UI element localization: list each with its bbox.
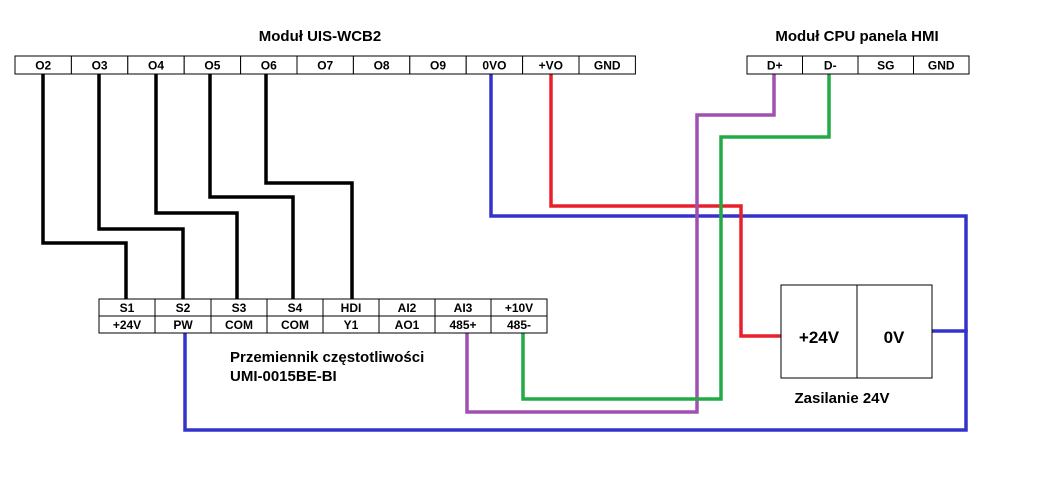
- inverter-top-terminal-label: S3: [232, 301, 247, 315]
- uis-terminal-plusvo: +VO: [522, 55, 580, 75]
- hmi-terminal-sg: SG: [857, 55, 914, 75]
- uis-terminal-o5: O5: [183, 55, 242, 75]
- wire-o4-s3: [154, 72, 239, 300]
- uis-terminal-label: O9: [430, 59, 446, 73]
- uis-module: Moduł UIS-WCB2 O2 O3 O4 O5 O6 O7 O8 O9 0VO +VO GND: [14, 28, 636, 75]
- inverter-top-terminal-ai3-6: AI3: [434, 298, 492, 317]
- uis-terminal-o2: O2: [14, 55, 72, 75]
- wire-485minus-dminus: [521, 72, 831, 401]
- uis-terminal-label: GND: [594, 59, 621, 73]
- inverter-title-line1: Przemiennik częstotliwości: [230, 349, 424, 366]
- uis-terminal-label: O8: [374, 59, 390, 73]
- inverter-top-terminal-plus10v-7: +10V: [490, 298, 548, 317]
- power-supply-zero-label: 0V: [884, 328, 905, 347]
- inverter-bottom-terminal-label: +24V: [113, 318, 141, 332]
- hmi-module: Moduł CPU panela HMI D+ D- SG GND: [746, 28, 970, 75]
- inverter-bottom-terminal-pw-1: PW: [154, 315, 212, 334]
- inverter-top-terminal-s4-3: S4: [266, 298, 324, 317]
- inverter-bottom-terminal-cell: [490, 315, 548, 334]
- wire-o3-s2: [97, 72, 185, 300]
- hmi-terminal-dminus: D-: [802, 55, 859, 75]
- inverter-bottom-terminal-485minus-7: 485-: [490, 315, 548, 334]
- inverter-bottom-terminal-label: AO1: [395, 318, 420, 332]
- wire-485plus-dplus: [465, 72, 776, 414]
- uis-terminal-o4: O4: [127, 55, 185, 75]
- hmi-terminal-label: D-: [824, 59, 837, 73]
- inverter-top-terminal-label: +10V: [505, 301, 533, 315]
- power-supply-plus-label: +24V: [799, 328, 840, 347]
- inverter-top-terminal-label: S2: [176, 301, 191, 315]
- inverter-top-terminal-label: S1: [120, 301, 135, 315]
- inverter-bottom-terminal-plus24v-0: +24V: [98, 315, 156, 334]
- uis-module-title: Moduł UIS-WCB2: [259, 28, 381, 45]
- uis-terminal-label: O4: [148, 59, 164, 73]
- uis-terminal-label: +VO: [539, 59, 563, 73]
- inverter-bottom-terminal-y1-4: Y1: [322, 315, 380, 334]
- inverter-top-terminal-ai2-5: AI2: [378, 298, 436, 317]
- inverter-bottom-terminal-com-3: COM: [266, 315, 324, 334]
- uis-terminal-label: O3: [92, 59, 108, 73]
- uis-terminal-label: 0VO: [482, 59, 506, 73]
- inverter-bottom-terminal-485plus-6: 485+: [434, 315, 492, 334]
- uis-terminal-label: O2: [35, 59, 51, 73]
- inverter-bottom-terminal-com-2: COM: [210, 315, 268, 334]
- uis-terminal-strip: O2 O3 O4 O5 O6 O7 O8 O9 0VO +VO GND: [14, 55, 636, 75]
- power-supply: +24V 0V Zasilanie 24V: [780, 284, 933, 407]
- uis-terminal-o6: O6: [240, 55, 298, 75]
- inverter-top-terminal-label: S4: [288, 301, 303, 315]
- power-supply-caption: Zasilanie 24V: [794, 390, 889, 407]
- uis-terminal-label: O7: [317, 59, 333, 73]
- uis-terminal-gnd: GND: [578, 55, 636, 75]
- wire-o2-s1: [41, 72, 128, 300]
- inverter-bottom-terminal-label: 485+: [449, 318, 476, 332]
- uis-terminal-label: O6: [261, 59, 277, 73]
- hmi-terminal-strip: D+ D- SG GND: [746, 55, 970, 75]
- inverter-top-terminal-label: AI2: [398, 301, 417, 315]
- inverter-top-terminal-label: AI3: [454, 301, 473, 315]
- uis-terminal-cell: [578, 55, 636, 75]
- uis-terminal-o9: O9: [409, 55, 467, 75]
- inverter-bottom-row: +24V PW COM COM Y1 AO1 485+ 485-: [98, 315, 548, 334]
- uis-terminal-label: O5: [204, 59, 220, 73]
- wire-vo-24v: [549, 72, 783, 338]
- hmi-terminal-cell: [913, 55, 970, 75]
- hmi-terminal-label: GND: [928, 59, 955, 73]
- wire-pw-0v: [183, 329, 968, 432]
- hmi-terminal-gnd: GND: [913, 55, 970, 75]
- hmi-module-title: Moduł CPU panela HMI: [775, 28, 938, 45]
- inverter-top-row: S1 S2 S3 S4 HDI AI2 AI3 +10V: [98, 298, 548, 317]
- inverter-top-terminal-s2-1: S2: [154, 298, 212, 317]
- uis-terminal-o3: O3: [70, 55, 129, 75]
- inverter-bottom-terminal-label: PW: [173, 318, 193, 332]
- inverter-top-terminal-hdi-4: HDI: [322, 298, 380, 317]
- hmi-terminal-dplus: D+: [746, 55, 803, 75]
- uis-terminal-o8: O8: [352, 55, 411, 75]
- inverter-bottom-terminal-label: COM: [225, 318, 253, 332]
- wire-o6-hdi: [264, 72, 354, 300]
- inverter-top-terminal-s1-0: S1: [98, 298, 156, 317]
- inverter-title-line2: UMI-0015BE-BI: [230, 368, 337, 385]
- inverter: S1 S2 S3 S4 HDI AI2 AI3 +10V +24V PW COM COM Y1 AO1 4…: [98, 298, 548, 385]
- inverter-bottom-terminal-ao1-5: AO1: [378, 315, 436, 334]
- inverter-bottom-terminal-label: 485-: [507, 318, 531, 332]
- inverter-bottom-terminal-label: COM: [281, 318, 309, 332]
- uis-terminal-o7: O7: [296, 55, 354, 75]
- hmi-terminal-label: SG: [877, 59, 894, 73]
- inverter-top-terminal-s3-2: S3: [210, 298, 268, 317]
- inverter-top-terminal-label: HDI: [341, 301, 362, 315]
- wire-0vo-0v: [489, 72, 968, 333]
- wire-o5-s4: [208, 72, 295, 300]
- uis-terminal-0vo: 0VO: [465, 55, 524, 75]
- inverter-bottom-terminal-label: Y1: [344, 318, 359, 332]
- hmi-terminal-label: D+: [767, 59, 783, 73]
